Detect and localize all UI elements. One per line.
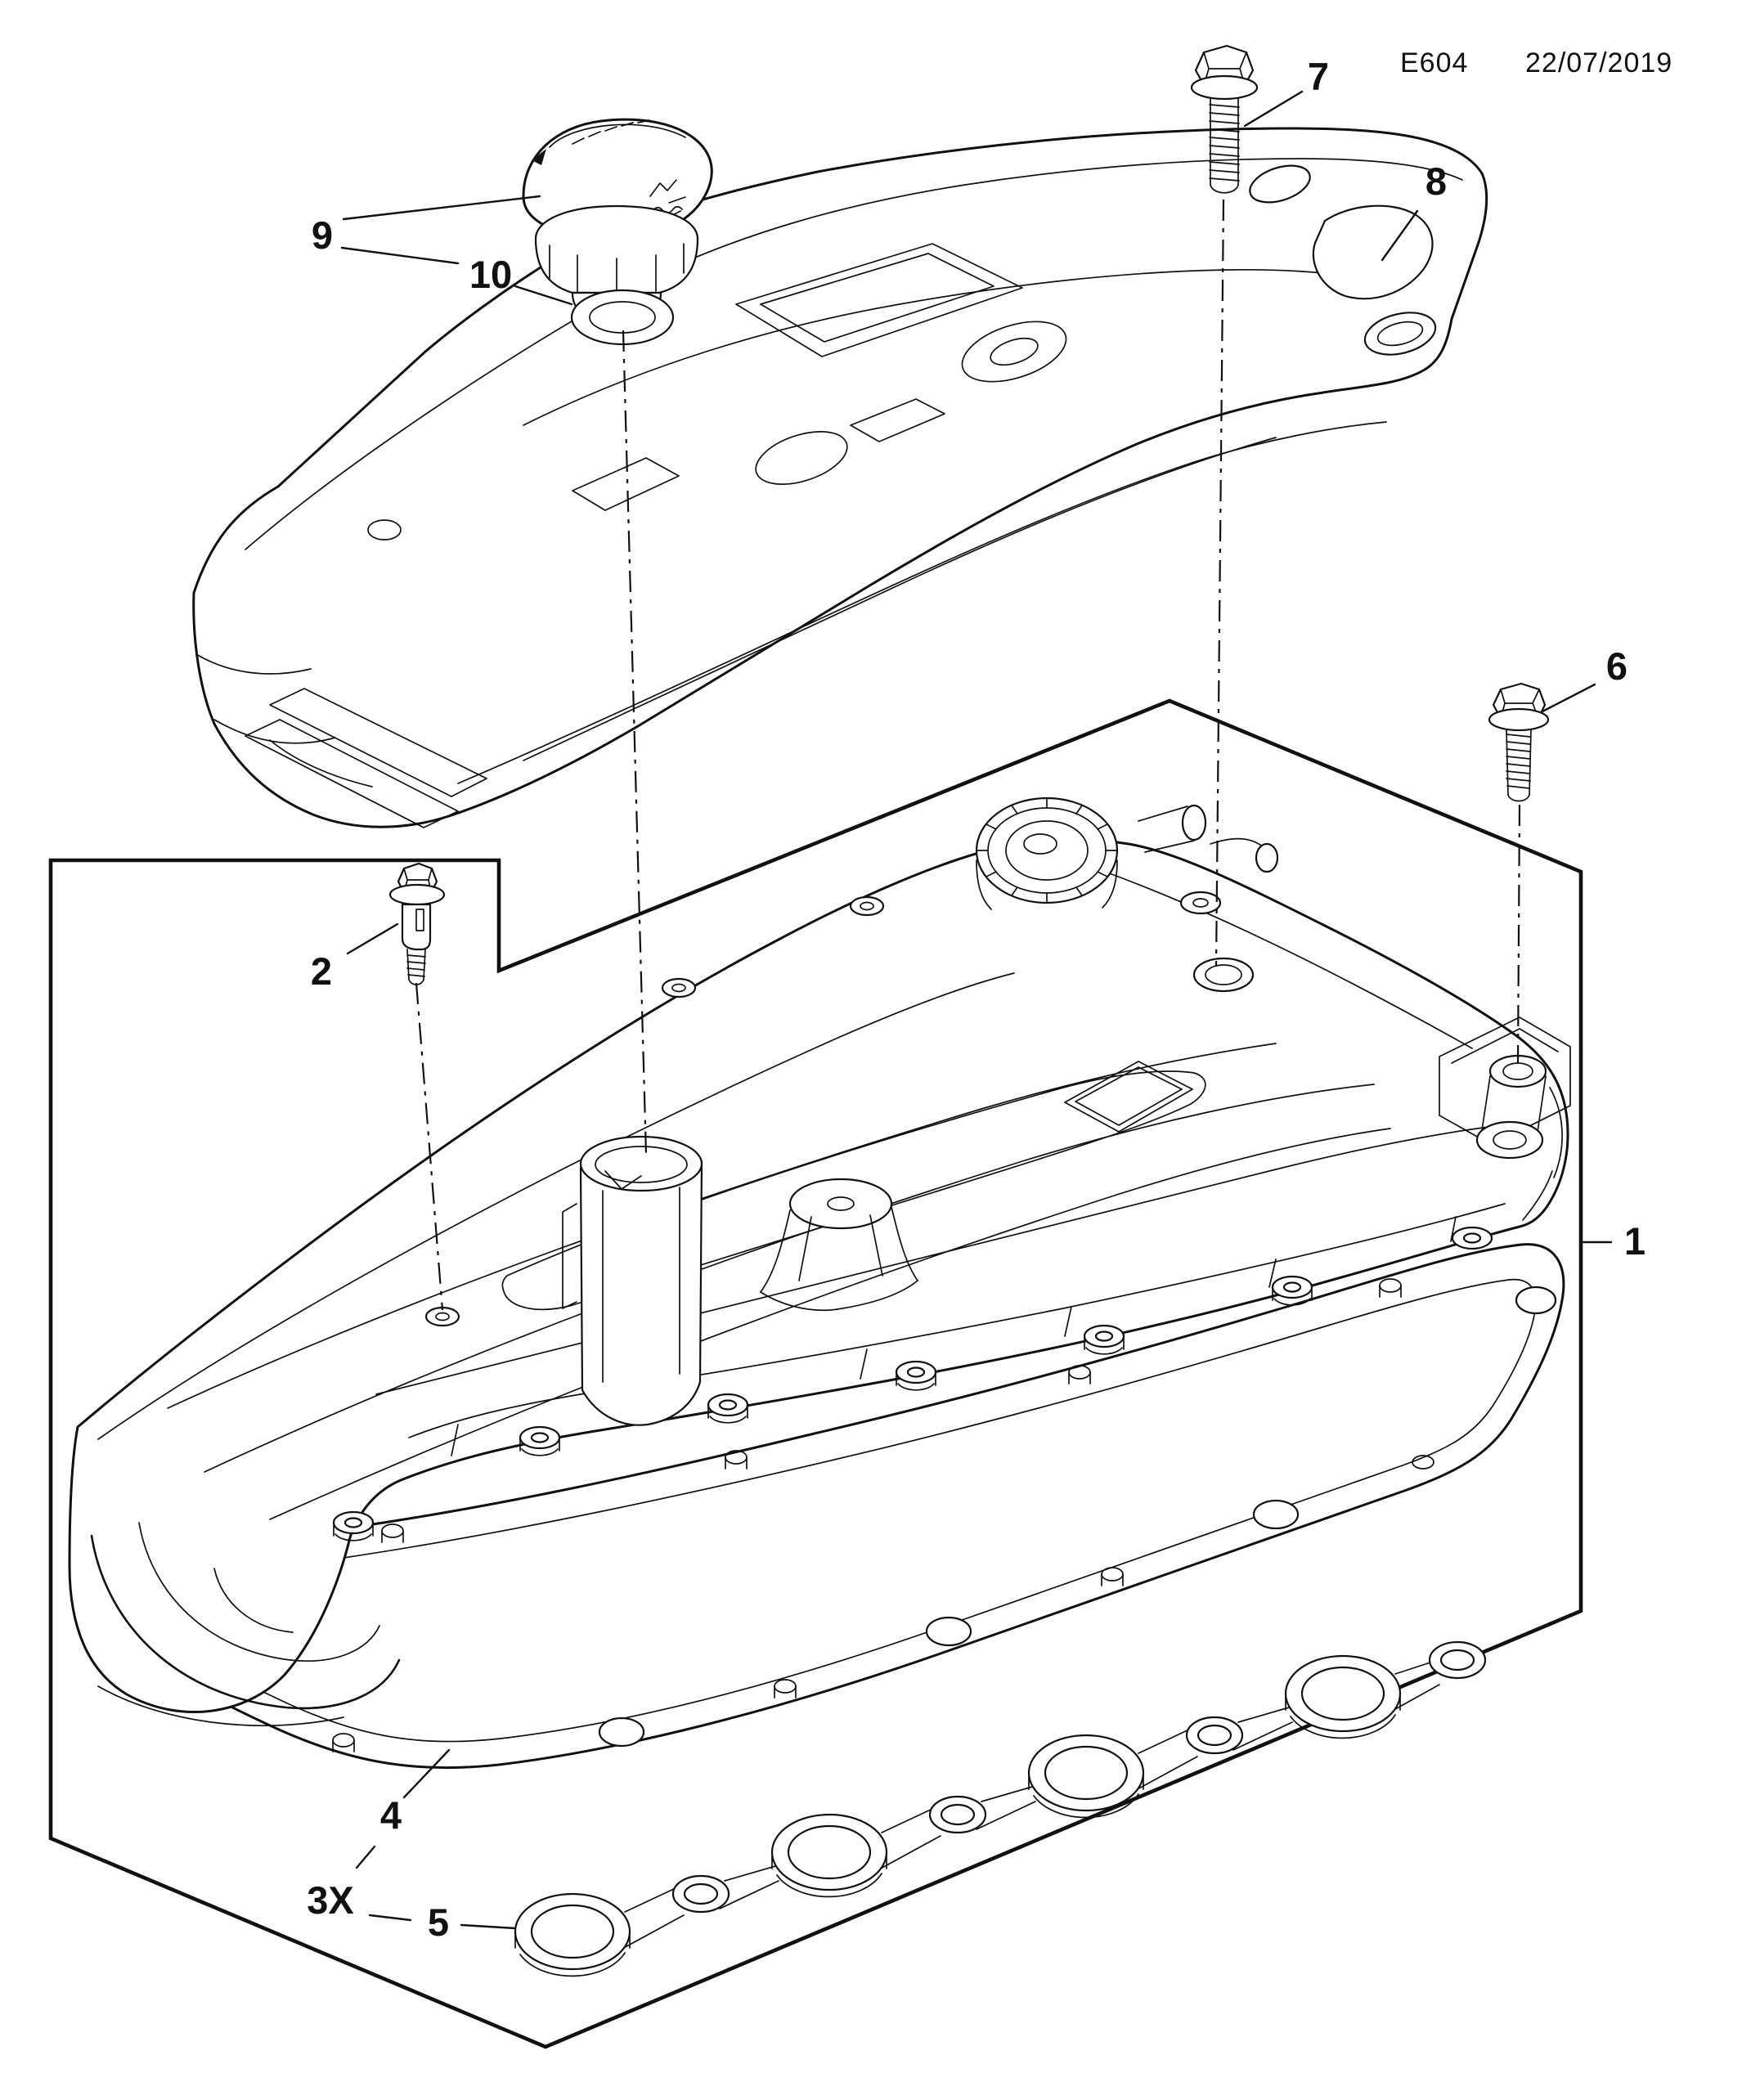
callout-6[interactable]: 6: [1606, 644, 1628, 688]
camshaft-cover-item1-drawing: [68, 796, 1571, 1726]
bolt-item6-drawing: [1488, 682, 1550, 802]
callout-2[interactable]: 2: [311, 949, 332, 993]
boundary-frame: [48, 698, 1583, 2049]
cap-arrow-mark: [532, 149, 546, 165]
gasket-item4-drawing: [89, 1243, 1565, 1770]
callout-9[interactable]: 9: [312, 213, 333, 257]
callout-4[interactable]: 4: [380, 1793, 402, 1837]
leader-lines: [340, 90, 1613, 1930]
bolt-item7-drawing: [1190, 44, 1259, 194]
cap-emblem: [572, 119, 686, 214]
callout-10[interactable]: 10: [469, 253, 512, 296]
callout-8[interactable]: 8: [1426, 159, 1447, 203]
figure-date: 22/07/2019: [1525, 47, 1672, 79]
callout-3x[interactable]: 3X: [307, 1878, 354, 1922]
centerlines: [415, 199, 1521, 1311]
callout-7[interactable]: 7: [1308, 55, 1329, 98]
bolt-item2-drawing: [388, 862, 446, 985]
callout-5[interactable]: 5: [428, 1900, 449, 1944]
seal-strip-item5-drawing: [514, 1640, 1487, 1977]
engine-cover-item8-drawing: [192, 127, 1488, 828]
callout-1[interactable]: 1: [1624, 1219, 1646, 1263]
figure-code: E604: [1400, 47, 1468, 79]
seal-ring-item10-drawing: [570, 289, 675, 346]
